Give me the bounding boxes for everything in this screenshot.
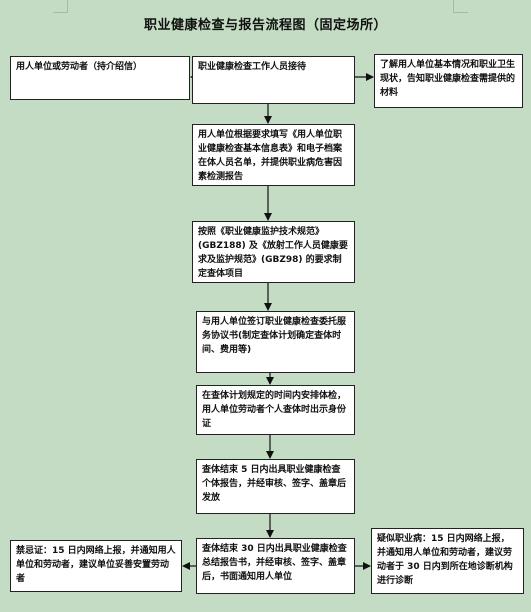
box-contraindication: 禁忌证：15 日内网络上报，并通知用人单位和劳动者，建议单位妥善安置劳动者 (10, 540, 182, 592)
box-summary-report: 查体结束 30 日内出具职业健康检查总结报告书，并经审核、签字、盖章后，书面通知… (196, 538, 355, 594)
box-understand: 了解用人单位基本情况和职业卫生现状，告知职业健康检查需提供的材料 (374, 54, 523, 108)
box-reception: 职业健康检查工作人员接待 (192, 56, 355, 104)
box-individual-report: 查体结束 5 日内出具职业健康检查个体报告，并经审核、签字、盖章后发放 (196, 459, 355, 514)
box-fill-forms: 用人单位根据要求填写《用人单位职业健康检查基本信息表》和电子档案在体人员名单，并… (192, 124, 355, 186)
box-plan-items: 按照《职业健康监护技术规范》(GBZ188) 及《放射工作人员健康要求及监护规范… (192, 221, 355, 283)
corner-mark-left (53, 0, 68, 13)
page-title: 职业健康检查与报告流程图（固定场所） (143, 18, 387, 33)
corner-mark-right (453, 0, 468, 13)
box-suspected-disease: 疑似职业病：15 日内网络上报，并通知用人单位和劳动者，建议劳动者于 30 日内… (371, 528, 524, 594)
box-employer: 用人单位或劳动者（持介绍信） (10, 56, 190, 100)
box-contract: 与用人单位签订职业健康检查委托服务协议书(制定查体计划确定查体时间、费用等) (196, 311, 355, 373)
box-arrange-exam: 在查体计划规定的时间内安排体检，用人单位劳动者个人查体时出示身份证 (196, 385, 355, 435)
